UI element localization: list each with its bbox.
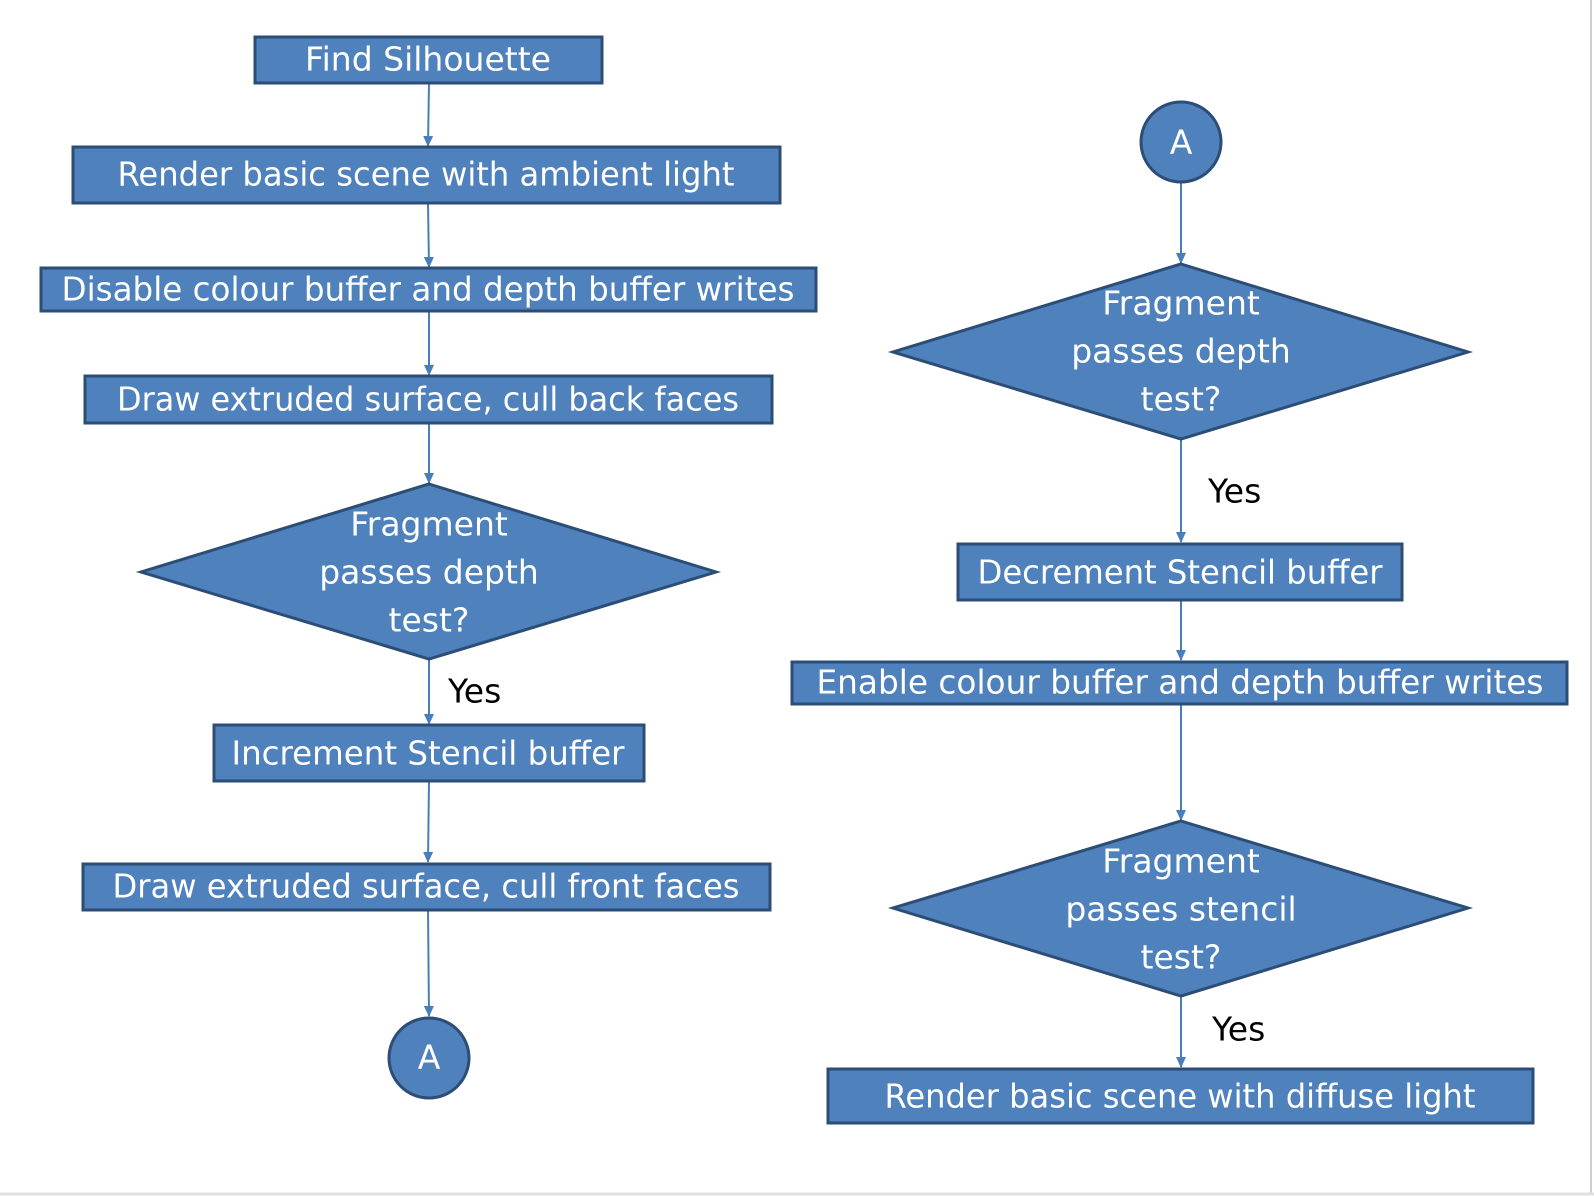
edge-label-yes-left: Yes: [447, 672, 501, 711]
decision-stencil-test: Fragment passes stencil test?: [887, 819, 1474, 998]
edge-increment-to-cullfront: [423, 780, 434, 863]
decision-depth-test-left-line-3: test?: [389, 601, 470, 640]
node-draw-cull-front-label: Draw extruded surface, cull front faces: [113, 867, 740, 906]
node-increment-stencil-label: Increment Stencil buffer: [232, 734, 625, 773]
decision-stencil-test-line-2: passes stencil: [1065, 890, 1296, 929]
node-draw-cull-front: Draw extruded surface, cull front faces: [81, 862, 772, 912]
node-render-diffuse-label: Render basic scene with diffuse light: [885, 1077, 1476, 1116]
node-render-ambient: Render basic scene with ambient light: [71, 145, 782, 205]
node-enable-writes-label: Enable colour buffer and depth buffer wr…: [817, 663, 1544, 702]
node-disable-writes-label: Disable colour buffer and depth buffer w…: [62, 270, 795, 309]
node-increment-stencil: Increment Stencil buffer: [212, 723, 646, 783]
node-draw-cull-back: Draw extruded surface, cull back faces: [83, 374, 774, 425]
decision-depth-test-right-line-3: test?: [1141, 380, 1222, 419]
decision-depth-test-left: Fragment passes depth test?: [135, 482, 722, 661]
node-draw-cull-back-label: Draw extruded surface, cull back faces: [117, 380, 739, 419]
node-render-ambient-label: Render basic scene with ambient light: [118, 155, 735, 194]
node-render-diffuse: Render basic scene with diffuse light: [826, 1067, 1535, 1125]
edge-find-to-ambient: [423, 82, 434, 147]
decision-depth-test-right: Fragment passes depth test?: [887, 262, 1474, 441]
edge-cullfront-to-connector: [423, 908, 434, 1017]
node-find-silhouette-label: Find Silhouette: [305, 40, 551, 79]
decision-stencil-test-line-3: test?: [1141, 938, 1222, 977]
connector-a-out-label: A: [418, 1038, 441, 1077]
edge-ambient-to-disable: [423, 202, 434, 268]
edge-label-yes-right-stencil: Yes: [1211, 1010, 1265, 1049]
connector-a-in: A: [1139, 100, 1223, 184]
decision-depth-test-left-line-2: passes depth: [319, 553, 539, 592]
decision-depth-test-left-line-1: Fragment: [350, 505, 508, 544]
decision-depth-test-right-line-1: Fragment: [1102, 284, 1260, 323]
node-disable-writes: Disable colour buffer and depth buffer w…: [39, 266, 818, 313]
connector-a-in-label: A: [1170, 123, 1193, 162]
connector-a-out: A: [387, 1016, 471, 1100]
node-decrement-stencil-label: Decrement Stencil buffer: [978, 553, 1383, 592]
decision-stencil-test-line-1: Fragment: [1102, 842, 1260, 881]
decision-depth-test-right-line-2: passes depth: [1071, 332, 1291, 371]
node-decrement-stencil: Decrement Stencil buffer: [956, 542, 1404, 602]
node-enable-writes: Enable colour buffer and depth buffer wr…: [790, 660, 1569, 706]
node-find-silhouette: Find Silhouette: [253, 35, 604, 85]
edge-label-yes-right-depth: Yes: [1207, 472, 1261, 511]
